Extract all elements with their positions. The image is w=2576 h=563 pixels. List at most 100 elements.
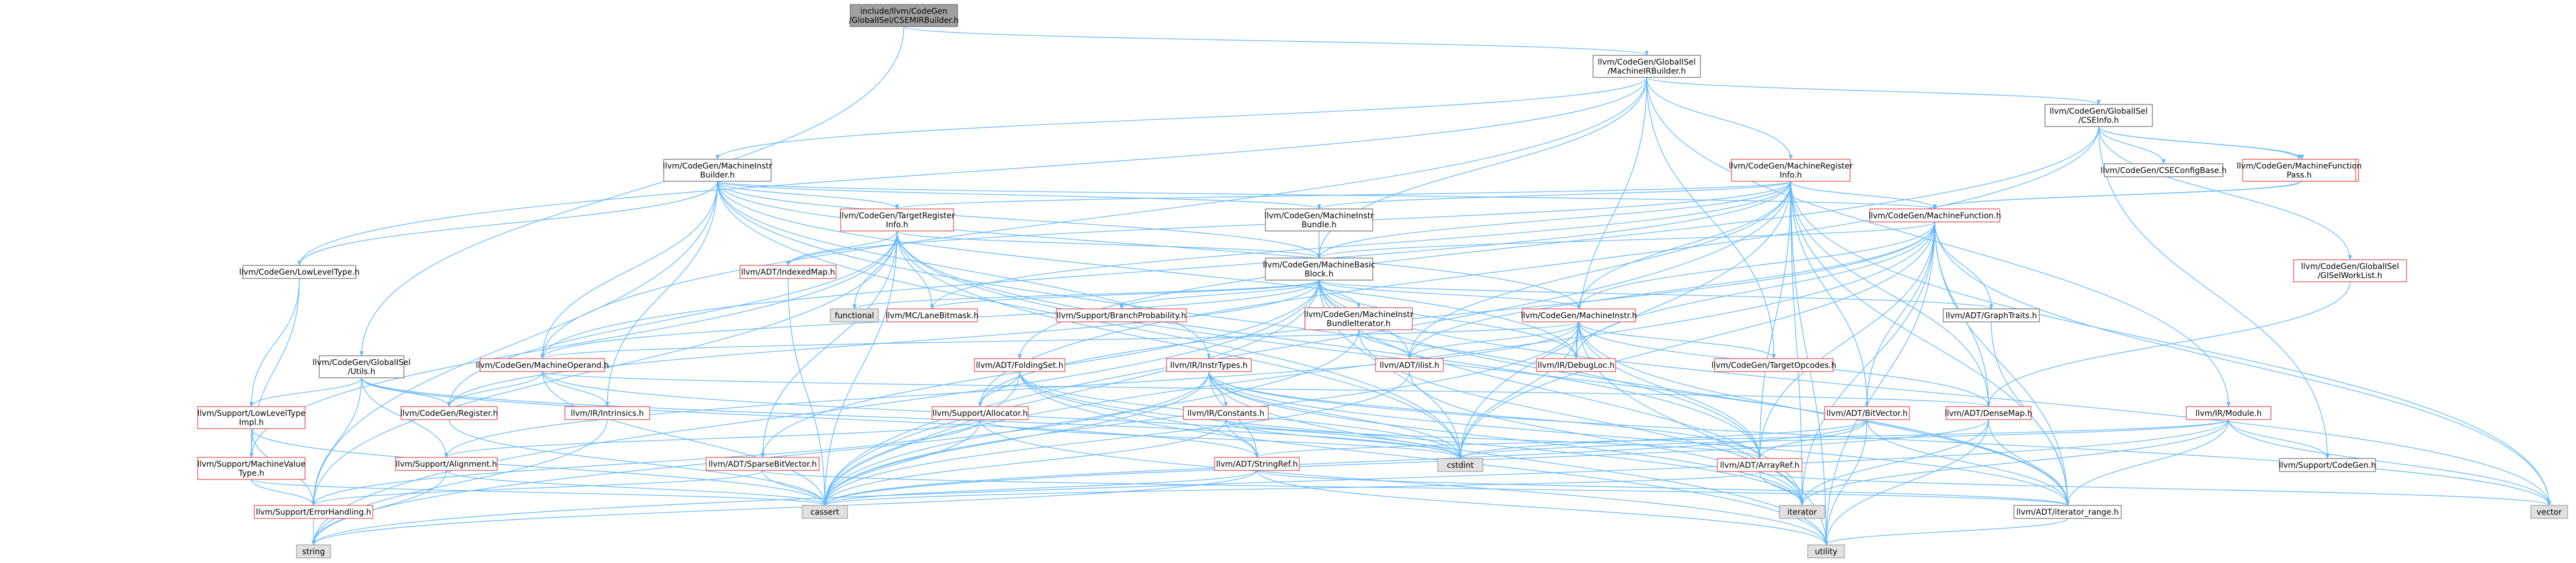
- node-module[interactable]: llvm/IR/Module.h: [2186, 406, 2272, 420]
- node-box: [802, 505, 848, 519]
- node-sparsebv[interactable]: llvm/ADT/SparseBitVector.h: [706, 457, 820, 471]
- edge-mbb-to-branchprob: [1119, 280, 1320, 309]
- node-lanebitmask[interactable]: llvm/MC/LaneBitmask.h: [886, 308, 979, 322]
- node-constants[interactable]: llvm/IR/Constants.h: [1183, 406, 1269, 420]
- edge-cseinfo-to-allocator: [978, 126, 2099, 407]
- node-label: llvm/ADT/DenseMap.h: [1944, 409, 2032, 418]
- edge-minstrbuilder-to-tri: [717, 181, 899, 210]
- node-box: [296, 544, 331, 558]
- node-label: Block.h: [1304, 270, 1333, 279]
- node-errhandling[interactable]: llvm/Support/ErrorHandling.h: [254, 505, 373, 519]
- edge-mri-to-ilist: [1407, 181, 1791, 359]
- node-mibiter[interactable]: llvm/CodeGen/MachineInstrBundleIterator.…: [1304, 307, 1413, 330]
- node-instrtypes[interactable]: llvm/IR/InstrTypes.h: [1166, 358, 1252, 372]
- node-box: [886, 308, 978, 322]
- node-cseinfo[interactable]: llvm/CodeGen/GlobalISel/CSEInfo.h: [2044, 104, 2153, 127]
- node-ilist[interactable]: llvm/ADT/ilist.h: [1375, 358, 1444, 372]
- edge-sparsebv-to-errhandling: [311, 470, 763, 506]
- node-arrayref[interactable]: llvm/ADT/ArrayRef.h: [1717, 458, 1803, 472]
- edge-worklist-to-densemap: [1986, 281, 2351, 407]
- node-iterrange[interactable]: llvm/ADT/iterator_range.h: [2013, 505, 2122, 519]
- node-label: llvm/Support/ErrorHandling.h: [256, 508, 371, 517]
- node-box: [1807, 544, 1845, 558]
- edge-tri-to-mbb: [897, 230, 1321, 259]
- node-mo[interactable]: llvm/CodeGen/MachineOperand.h: [476, 358, 609, 372]
- edge-mvt-to-cassert: [251, 479, 827, 506]
- node-allocator[interactable]: llvm/Support/Allocator.h: [932, 406, 1029, 420]
- node-llt[interactable]: llvm/CodeGen/LowLevelType.h: [239, 265, 360, 279]
- edge-cseinfo-to-mfpass: [2098, 126, 2301, 160]
- node-box: [197, 406, 306, 429]
- node-debugloc[interactable]: llvm/IR/DebugLoc.h: [1536, 358, 1616, 372]
- node-mf[interactable]: llvm/CodeGen/MachineFunction.h: [1869, 208, 2001, 222]
- edge-minstrbuilder-to-arrayref: [717, 181, 1762, 459]
- edge-ilist-to-cassert: [823, 371, 1410, 506]
- node-label: /Utils.h: [348, 368, 376, 377]
- node-register[interactable]: llvm/CodeGen/Register.h: [401, 406, 498, 420]
- node-label: llvm/CodeGen/MachineInstr.h: [1521, 312, 1637, 321]
- edge-mi-to-iterrange: [1578, 321, 2070, 506]
- edge-constants-to-stringref: [1225, 419, 1259, 458]
- node-targetopcodes[interactable]: llvm/CodeGen/TargetOpcodes.h: [1712, 358, 1837, 372]
- node-box: [830, 308, 879, 322]
- node-foldingset[interactable]: llvm/ADT/FoldingSet.h: [974, 358, 1065, 372]
- edge-iterrange-to-utility: [1824, 518, 2068, 545]
- node-box: [480, 358, 605, 372]
- dependency-nodes: include/llvm/CodeGen/GlobalISel/CSEMIRBu…: [197, 4, 2568, 558]
- edge-mi-to-alignment: [444, 321, 1579, 458]
- node-label: llvm/CodeGen/GlobalISel: [2050, 107, 2148, 116]
- edge-minstrbuilder-to-mo: [540, 181, 718, 359]
- edge-mf-to-debugloc: [1574, 221, 1935, 359]
- node-label: llvm/ADT/ilist.h: [1380, 361, 1439, 370]
- edge-constants-to-cstdint: [1225, 419, 1463, 459]
- node-mi[interactable]: llvm/CodeGen/MachineInstr.h: [1521, 308, 1637, 322]
- node-stringref[interactable]: llvm/ADT/StringRef.h: [1214, 457, 1300, 471]
- edge-mri-to-bitvector: [1790, 181, 1869, 407]
- node-box: [1536, 358, 1616, 372]
- edge-cseinfo-to-supcodegen: [2098, 126, 2330, 459]
- node-utils[interactable]: llvm/CodeGen/GlobalISel/Utils.h: [312, 355, 411, 378]
- edge-arrayref-to-vector: [1759, 471, 2551, 506]
- node-csecfg[interactable]: llvm/CodeGen/CSEConfigBase.h: [2100, 163, 2227, 177]
- node-worklist[interactable]: llvm/CodeGen/GlobalISel/GISelWorkList.h: [2293, 259, 2407, 282]
- node-supcodegen[interactable]: llvm/Support/CodeGen.h: [2279, 458, 2376, 472]
- node-alignment[interactable]: llvm/Support/Alignment.h: [395, 457, 498, 471]
- node-intrinsics[interactable]: llvm/IR/Intrinsics.h: [564, 406, 650, 420]
- edge-mf-to-vector: [1934, 221, 2552, 506]
- node-label: llvm/CodeGen/GlobalISel: [2301, 263, 2399, 272]
- edge-mbb-to-string: [311, 280, 1320, 545]
- edge-instrtypes-to-cstdint: [1208, 371, 1463, 459]
- node-bitvector[interactable]: llvm/ADT/BitVector.h: [1824, 406, 1910, 420]
- node-label: llvm/CodeGen/MachineFunction: [2236, 162, 2361, 171]
- node-indexedmap[interactable]: llvm/ADT/IndexedMap.h: [739, 265, 837, 279]
- node-box: [739, 265, 837, 279]
- node-box: [1375, 358, 1444, 372]
- edge-root-to-mib: [903, 26, 1649, 56]
- node-label: llvm/ADT/iterator_range.h: [2016, 508, 2118, 517]
- node-mib[interactable]: llvm/CodeGen/GlobalISel/MachineIRBuilder…: [1592, 55, 1701, 78]
- node-box: [242, 265, 356, 279]
- node-box: [1265, 208, 1373, 232]
- edge-tri-to-cassert: [823, 230, 898, 506]
- node-densemap[interactable]: llvm/ADT/DenseMap.h: [1944, 406, 2033, 420]
- edge-foldingset-to-iterator: [1019, 371, 1804, 506]
- edge-densemap-to-iterator: [1800, 419, 1989, 506]
- edge-mib-to-mo: [540, 77, 1647, 359]
- edge-minstrbuilder-to-intrinsics: [605, 181, 718, 407]
- edge-register-to-cassert: [449, 419, 827, 506]
- edge-cseinfo-to-foldingset: [1017, 126, 2099, 359]
- edge-arrayref-to-cassert: [823, 471, 1760, 506]
- node-label: llvm/IR/DebugLoc.h: [1538, 361, 1615, 370]
- node-branchprob[interactable]: llvm/Support/BranchProbability.h: [1056, 308, 1187, 322]
- node-box: [1056, 308, 1187, 322]
- node-graphtraits[interactable]: llvm/ADT/GraphTraits.h: [1943, 308, 2040, 322]
